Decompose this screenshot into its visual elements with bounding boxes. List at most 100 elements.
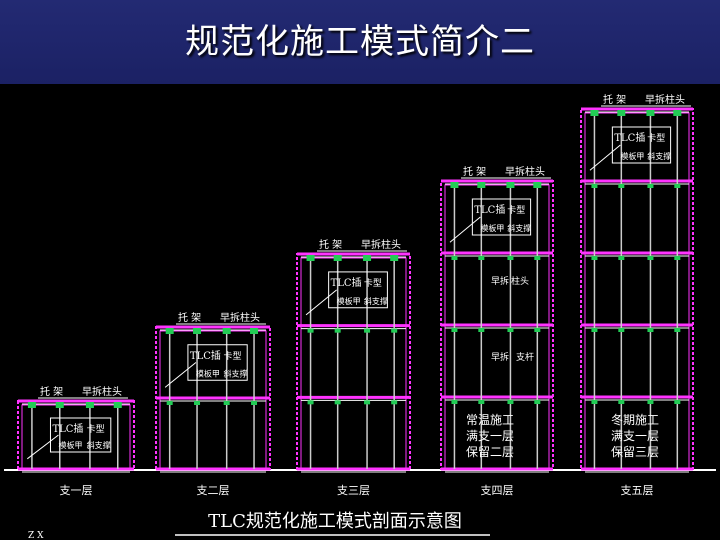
early-head (307, 400, 314, 405)
formwork-label: 模板甲 (337, 296, 361, 306)
tray-box (328, 271, 388, 309)
prop-rod-label: 支杆 (516, 351, 534, 363)
tray-box (471, 198, 532, 236)
column-head-label: 柱头 (511, 275, 529, 287)
stage-label: 支四层 (481, 484, 514, 497)
note-winter: 冬期施工 (611, 412, 659, 427)
early-head (647, 184, 654, 188)
brace-label: 斜支撑 (87, 440, 111, 450)
early-head (618, 184, 625, 188)
tlc-label: TLC插 (614, 131, 645, 144)
early-prop-label: 早拆 (491, 351, 509, 363)
early-head (250, 328, 259, 334)
tray-label: 托 架 (178, 311, 201, 324)
tray-label: 托 架 (463, 165, 486, 178)
early-head (591, 184, 598, 188)
tray-label: 托 架 (40, 385, 63, 398)
early-head (193, 328, 202, 334)
early-head (364, 400, 371, 405)
early-head (591, 400, 598, 404)
early-head (507, 400, 514, 404)
early-head (674, 256, 681, 260)
early-head (647, 328, 654, 332)
early-head (334, 328, 341, 333)
tray-box (611, 126, 672, 164)
leader-line (449, 216, 481, 243)
early-head (364, 328, 371, 333)
card-type-label: 卡型 (647, 132, 665, 144)
tray-box (49, 417, 112, 453)
note-normal: 满支一层 (466, 429, 514, 443)
early-head (113, 402, 122, 408)
early-head (55, 402, 64, 408)
early-head (617, 110, 626, 116)
early-head-label: 早拆柱头 (82, 385, 122, 398)
stage-label: 支二层 (197, 484, 230, 497)
slide-title: 规范化施工模式简介二 (185, 22, 535, 62)
early-head (590, 110, 599, 116)
tlc-label: TLC插 (474, 203, 505, 216)
early-head (591, 256, 598, 260)
early-head (534, 328, 541, 332)
corner-mark: Z X (28, 531, 44, 540)
early-head (451, 256, 458, 260)
formwork-label: 模板甲 (620, 151, 644, 161)
note-winter: 保留三层 (611, 445, 659, 459)
early-head (618, 400, 625, 404)
early-head (507, 328, 514, 332)
early-head (194, 401, 201, 405)
tray-label: 托 架 (319, 238, 342, 251)
stage-5: TLC插卡型模板甲斜支撑托 架早拆柱头支五层 (580, 93, 694, 497)
early-head (673, 110, 682, 116)
stage-label: 支五层 (621, 484, 654, 497)
early-head (674, 328, 681, 332)
brace-label: 斜支撑 (364, 296, 388, 306)
early-head (307, 328, 314, 333)
early-head-label: 早拆柱头 (505, 165, 545, 178)
stage-frame-inner (300, 257, 407, 470)
card-type-label: 卡型 (223, 350, 241, 362)
early-head (477, 182, 486, 188)
early-head (451, 328, 458, 332)
tlc-label: TLC插 (190, 349, 221, 362)
stage-4: TLC插卡型模板甲斜支撑托 架早拆柱头支四层 (440, 165, 554, 497)
leader-line (589, 144, 621, 171)
early-head (27, 402, 36, 408)
early-head (85, 402, 94, 408)
stage-1: TLC插卡型模板甲斜支撑 托 架 早拆柱头支一层 (17, 385, 135, 497)
leader-line (305, 289, 337, 316)
early-head-label: 早拆柱头 (645, 93, 685, 106)
early-head (591, 328, 598, 332)
early-head (647, 256, 654, 260)
tray-box (187, 344, 248, 381)
early-head (533, 182, 542, 188)
early-head (363, 255, 372, 261)
stage-frame-inner (21, 404, 131, 470)
brace-label: 斜支撑 (647, 151, 671, 161)
formwork-label: 模板甲 (58, 440, 82, 450)
stage-label: 支一层 (60, 484, 93, 497)
stage-3: TLC插卡型模板甲斜支撑托 架早拆柱头支三层 (296, 238, 411, 497)
early-head (391, 328, 398, 333)
title-bar (0, 0, 720, 84)
early-head (674, 400, 681, 404)
early-head (450, 182, 459, 188)
early-head (333, 255, 342, 261)
early-head (507, 256, 514, 260)
early-head (223, 401, 230, 405)
note-normal: 保留二层 (466, 445, 514, 459)
early-head (506, 182, 515, 188)
early-head (647, 400, 654, 404)
early-head (222, 328, 231, 334)
tlc-label: TLC插 (331, 276, 362, 289)
stage-frame (17, 400, 135, 470)
early-head (451, 400, 458, 404)
early-head (334, 400, 341, 405)
early-head (478, 400, 485, 404)
note-winter: 满支一层 (611, 429, 659, 443)
card-type-label: 卡型 (507, 204, 525, 216)
early-head-label: 早拆柱头 (220, 311, 260, 324)
card-type-label: 卡型 (87, 423, 105, 435)
early-prop-label: 早拆 (491, 275, 509, 287)
tlc-label: TLC插 (52, 422, 83, 435)
